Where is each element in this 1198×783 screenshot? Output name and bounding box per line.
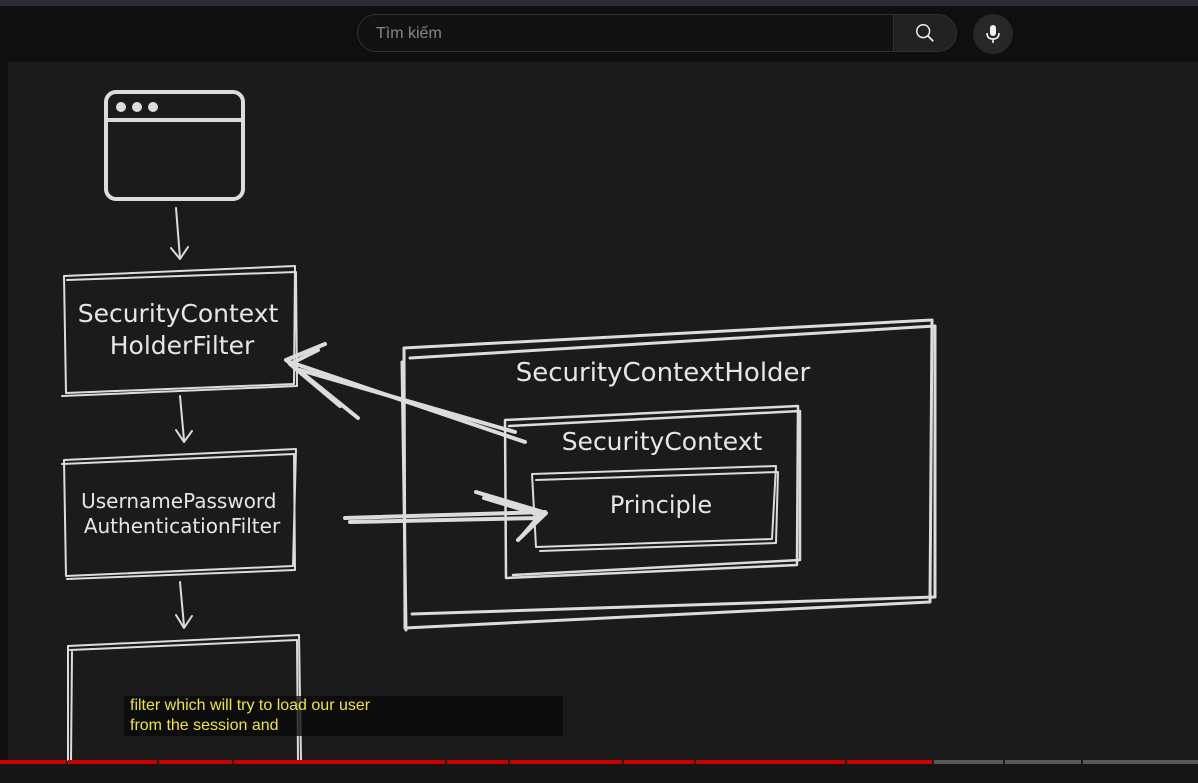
arrow-down-3 xyxy=(175,581,193,629)
filter-1-label: SecurityContext HolderFilter xyxy=(78,299,287,360)
player-edge xyxy=(0,62,8,783)
arrow-down-1 xyxy=(170,207,189,260)
subtitle-line-2: from the session and xyxy=(130,717,279,734)
filter-1-label-line-2: HolderFilter xyxy=(110,331,255,360)
progress-segment[interactable] xyxy=(696,760,845,764)
progress-segment[interactable] xyxy=(510,760,622,764)
progress-segment[interactable] xyxy=(934,760,1003,764)
holder-box xyxy=(400,318,937,632)
subtitle-line-1: filter which will try to load our user xyxy=(130,697,371,714)
arrow-down-2 xyxy=(175,395,193,443)
filter-1-label-line-1: SecurityContext xyxy=(78,299,279,328)
filter-2-label-line-1: UsernamePassword xyxy=(81,489,276,513)
holder-label: SecurityContextHolder xyxy=(516,358,811,388)
progress-segment[interactable] xyxy=(847,760,932,764)
arrow-to-principle xyxy=(343,490,548,542)
search-box[interactable] xyxy=(357,14,893,53)
progress-segment[interactable] xyxy=(624,760,694,764)
filter-2-label-line-2: AuthenticationFilter xyxy=(84,514,281,538)
player-controls-bar xyxy=(0,764,1198,783)
search-input[interactable] xyxy=(374,15,878,53)
browser-window-icon xyxy=(104,90,245,201)
arrow-to-filter-1 xyxy=(284,342,527,444)
context-box xyxy=(503,404,802,580)
masthead xyxy=(0,6,1198,62)
filter-box-1 xyxy=(61,265,298,397)
filter-2-label: UsernamePassword AuthenticationFilter xyxy=(81,489,283,538)
progress-segment[interactable] xyxy=(447,760,508,764)
search-icon xyxy=(916,24,934,42)
progress-segment[interactable] xyxy=(68,760,157,764)
filter-box-2 xyxy=(61,448,297,580)
progress-segment[interactable] xyxy=(159,760,232,764)
microphone-icon xyxy=(986,25,1000,43)
subtitle-caption: filter which will try to load our user f… xyxy=(124,696,563,736)
context-label: SecurityContext xyxy=(562,427,763,456)
top-strip xyxy=(0,0,1198,6)
search-button[interactable] xyxy=(893,14,957,52)
progress-segment[interactable] xyxy=(234,760,445,764)
progress-segment[interactable] xyxy=(1083,760,1198,764)
voice-search-button[interactable] xyxy=(973,14,1013,54)
principle-label: Principle xyxy=(610,491,712,519)
progress-segment[interactable] xyxy=(1005,760,1081,764)
progress-segment[interactable] xyxy=(0,760,66,764)
progress-bar[interactable] xyxy=(0,760,1198,764)
